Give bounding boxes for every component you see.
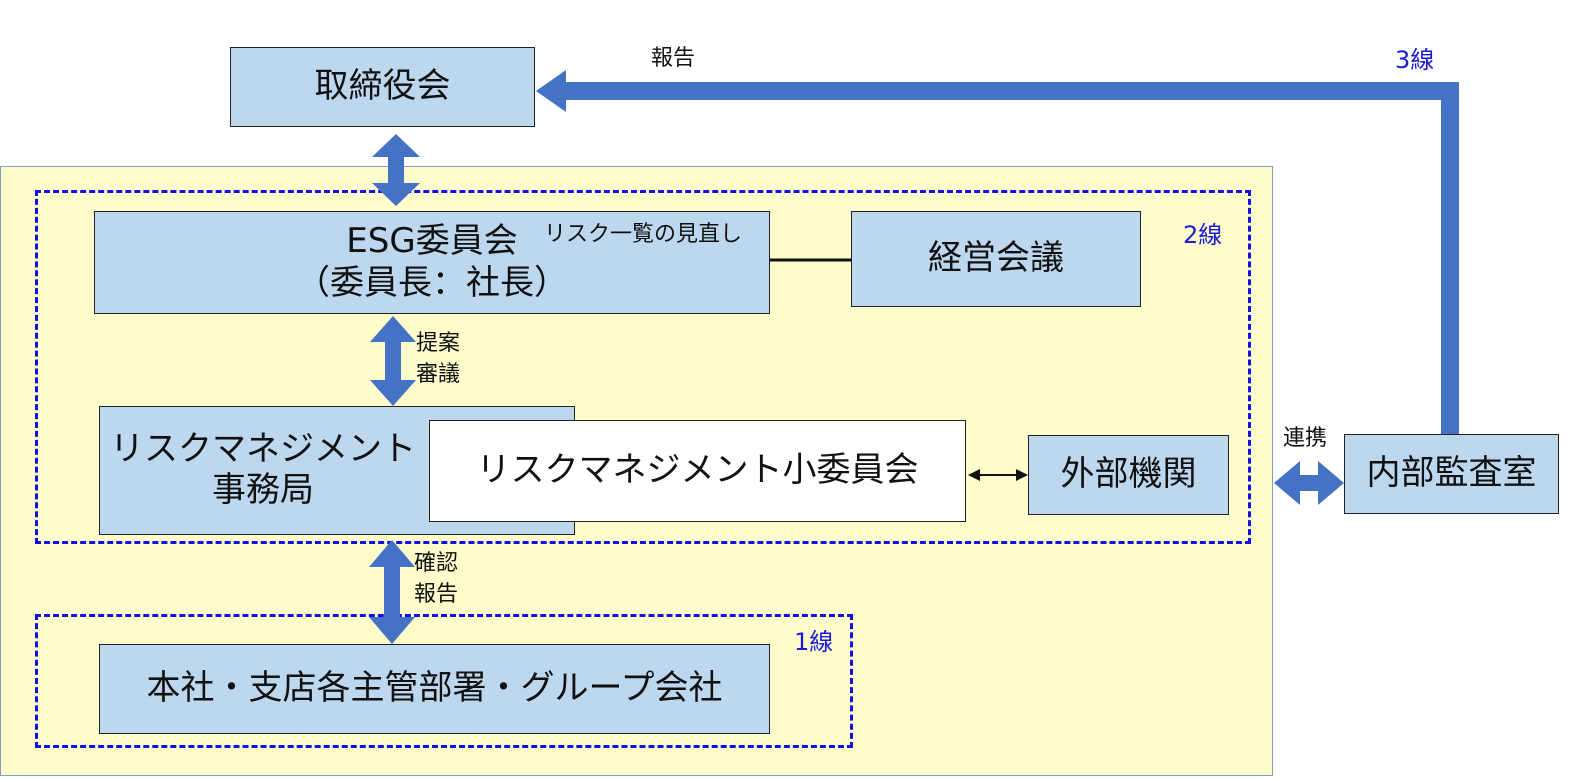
deliberation-label: 審議 xyxy=(416,362,461,387)
hq-box: 本社・支店各主管部署・グループ会社 xyxy=(99,644,770,734)
esg-chair-label: （委員長：社長） xyxy=(296,262,568,303)
external-label: 外部機関 xyxy=(1060,454,1197,495)
risk-review-label: リスク一覧の見直し xyxy=(544,222,743,247)
esg-committee-box: ESG委員会 （委員長：社長） xyxy=(94,211,770,314)
external-box: 外部機関 xyxy=(1028,435,1229,515)
thin-double-arrow-icon xyxy=(968,469,1028,481)
line1-label: 1線 xyxy=(794,628,834,656)
rm-subcommittee-box: リスクマネジメント小委員会 xyxy=(429,420,966,522)
management-meeting-label: 経営会議 xyxy=(928,238,1064,279)
cooperation-label: 連携 xyxy=(1283,426,1328,451)
hq-label: 本社・支店各主管部署・グループ会社 xyxy=(146,668,723,709)
board-label: 取締役会 xyxy=(314,66,451,107)
double-arrow-icon xyxy=(370,316,416,406)
line2-label: 2線 xyxy=(1183,221,1223,249)
audit-box: 内部監査室 xyxy=(1344,434,1559,514)
line3-label: 3線 xyxy=(1395,46,1435,74)
esg-label: ESG委員会 xyxy=(346,221,518,262)
rm-office-label: リスクマネジメント xyxy=(110,429,416,469)
report-arrow-icon xyxy=(536,70,1459,434)
board-box: 取締役会 xyxy=(230,47,535,127)
rm-office-label-2: 事務局 xyxy=(212,470,314,511)
management-meeting-box: 経営会議 xyxy=(851,211,1141,307)
report-label-top: 報告 xyxy=(651,46,696,71)
double-arrow-icon xyxy=(369,540,415,644)
double-arrow-icon xyxy=(1274,461,1344,505)
confirm-label: 確認 xyxy=(414,551,459,576)
rm-subcommittee-label: リスクマネジメント小委員会 xyxy=(476,450,919,491)
report-label-bottom: 報告 xyxy=(414,582,459,607)
double-arrow-icon xyxy=(372,134,420,206)
audit-label: 内部監査室 xyxy=(1366,453,1537,494)
proposal-label: 提案 xyxy=(416,331,461,356)
second-line-zone xyxy=(35,190,1251,544)
first-line-zone xyxy=(35,614,853,748)
